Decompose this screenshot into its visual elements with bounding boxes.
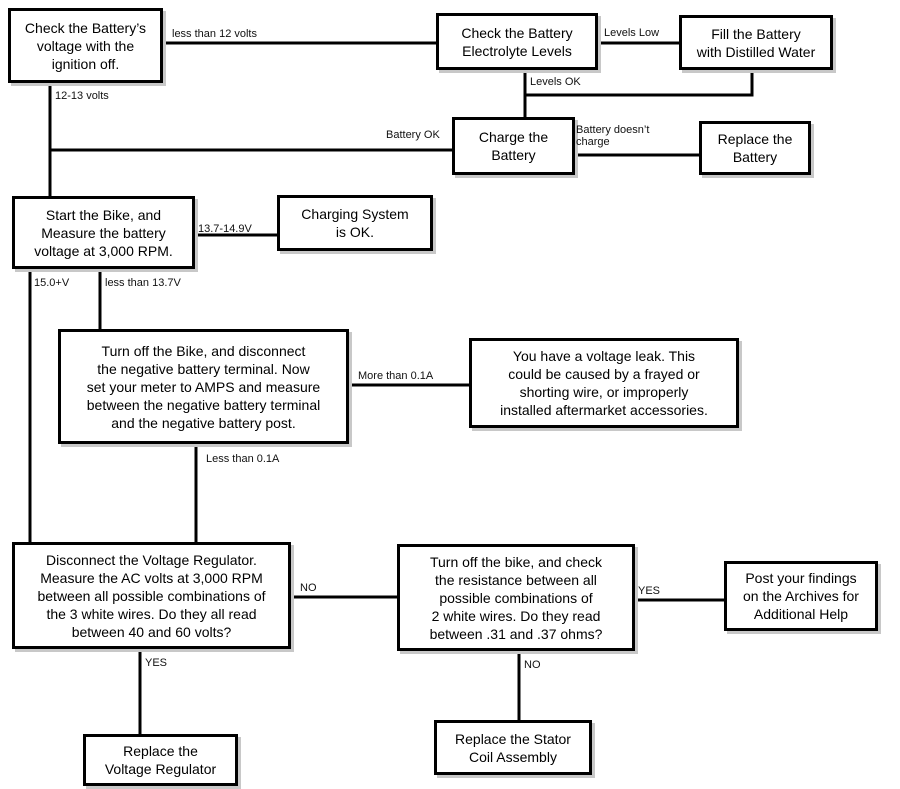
node-check-voltage: Check the Battery’s voltage with the ign… (8, 8, 163, 83)
node-replace-regulator: Replace the Voltage Regulator (83, 734, 238, 786)
label-more-0-1a: More than 0.1A (358, 370, 434, 382)
node-check-resistance-text: Turn off the bike, and check the resista… (429, 553, 603, 642)
node-post-findings-text: Post your findings on the Archives for A… (743, 570, 859, 622)
label-13-7-14-9: 13.7-14.9V (198, 223, 252, 235)
node-disconnect-terminal: Turn off the Bike, and disconnect the ne… (58, 329, 349, 444)
label-yes-resistance: YES (638, 585, 661, 597)
label-15v: 15.0+V (34, 277, 70, 289)
node-post-findings: Post your findings on the Archives for A… (724, 561, 878, 631)
node-check-electrolyte: Check the Battery Electrolyte Levels (436, 13, 598, 70)
node-charging-ok-text: Charging System is OK. (301, 206, 409, 240)
label-battery-doesnt-charge: Battery doesn’t charge (576, 124, 650, 148)
label-battery-ok: Battery OK (386, 129, 440, 141)
node-charge-battery: Charge the Battery (452, 117, 575, 175)
edge-fill-return (523, 68, 754, 97)
node-replace-battery-text: Replace the Battery (717, 131, 793, 165)
node-disconnect-regulator: Disconnect the Voltage Regulator. Measur… (12, 542, 291, 649)
label-less-0-1a: Less than 0.1A (206, 453, 280, 465)
node-start-bike-text: Start the Bike, and Measure the battery … (34, 206, 173, 259)
label-less-than-12: less than 12 volts (172, 28, 257, 40)
label-no-resistance: NO (524, 659, 541, 671)
label-yes-regulator: YES (145, 657, 168, 669)
node-replace-stator-text: Replace the Stator Coil Assembly (455, 730, 571, 765)
node-check-voltage-text: Check the Battery’s voltage with the ign… (24, 19, 147, 72)
node-disconnect-regulator-text: Disconnect the Voltage Regulator. Measur… (37, 551, 266, 640)
node-fill-battery: Fill the Battery with Distilled Water (679, 15, 833, 70)
node-start-bike: Start the Bike, and Measure the battery … (12, 196, 195, 269)
node-replace-battery: Replace the Battery (699, 121, 811, 175)
node-voltage-leak-text: You have a voltage leak. This could be c… (500, 348, 708, 418)
label-12-13-volts: 12-13 volts (55, 90, 109, 102)
label-levels-ok: Levels OK (530, 76, 581, 88)
node-check-electrolyte-text: Check the Battery Electrolyte Levels (461, 24, 573, 59)
node-check-resistance: Turn off the bike, and check the resista… (397, 544, 635, 651)
label-less-13-7: less than 13.7V (105, 277, 181, 289)
node-charge-battery-text: Charge the Battery (478, 129, 549, 163)
node-replace-regulator-text: Replace the Voltage Regulator (104, 743, 217, 777)
label-no-regulator: NO (300, 582, 317, 594)
node-disconnect-terminal-text: Turn off the Bike, and disconnect the ne… (86, 342, 321, 431)
node-fill-battery-text: Fill the Battery with Distilled Water (696, 25, 816, 60)
node-voltage-leak: You have a voltage leak. This could be c… (469, 338, 739, 428)
label-levels-low: Levels Low (604, 27, 660, 39)
node-charging-ok: Charging System is OK. (277, 195, 433, 251)
node-replace-stator: Replace the Stator Coil Assembly (434, 720, 592, 775)
